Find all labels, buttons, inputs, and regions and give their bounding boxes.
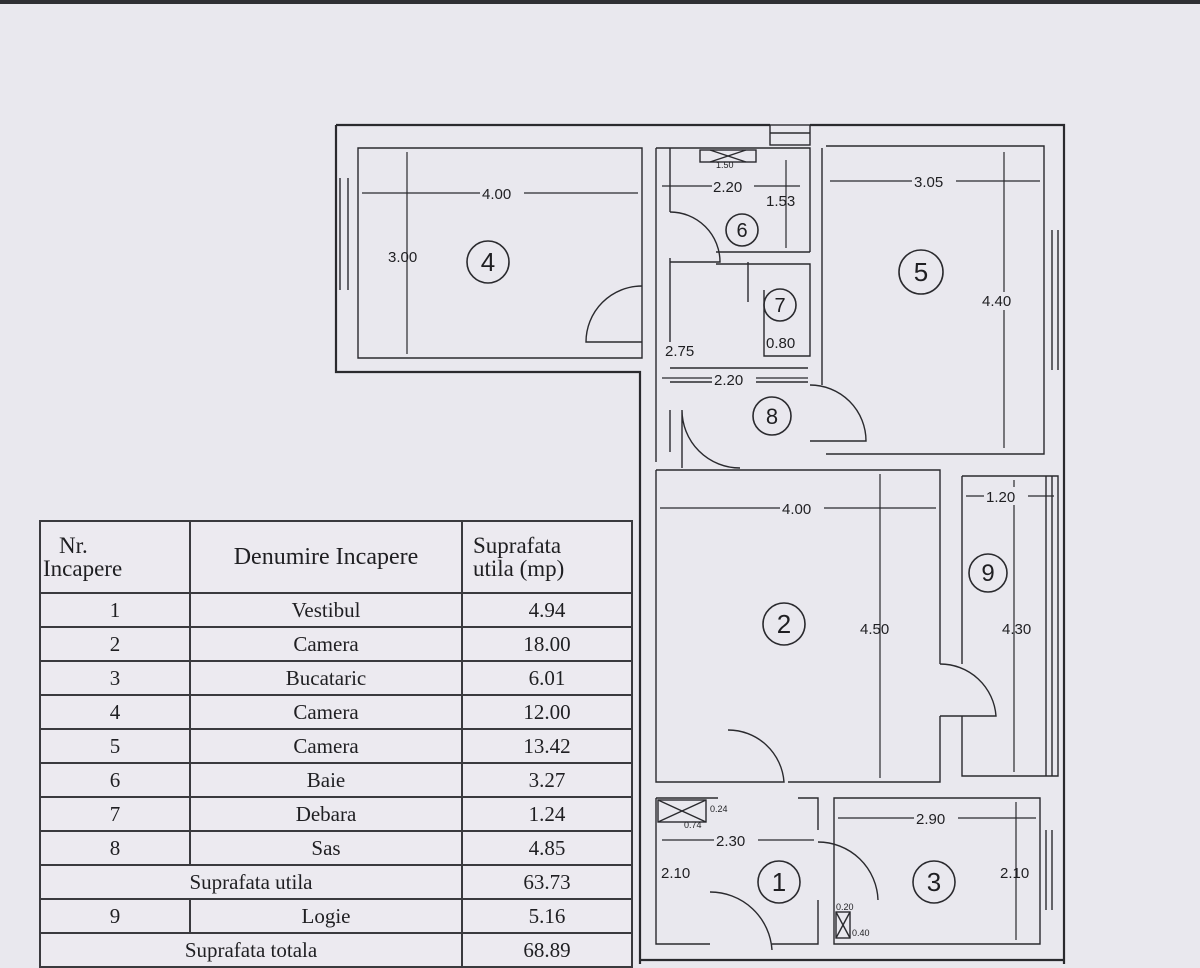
cell-nr: 9 (39, 898, 191, 934)
room-area-table: Nr. Incapere Denumire Incapere Suprafata… (39, 520, 633, 968)
room-number-9: 9 (981, 560, 994, 587)
cell-nr: 6 (39, 762, 191, 798)
dim-room3-fixture-a: 0.20 (836, 902, 854, 912)
cell-name: Camera (189, 626, 463, 662)
cell-nr: 4 (39, 694, 191, 730)
cell-name: Debara (189, 796, 463, 832)
dim-room3-fixture-b: 0.40 (852, 928, 870, 938)
cell-area: 18.00 (461, 626, 633, 662)
room-number-6: 6 (736, 220, 747, 242)
table-row: 4 Camera 12.00 (39, 694, 633, 730)
subtotal-value: 63.73 (461, 864, 633, 900)
header-room-number-line2: Incapere (43, 556, 123, 581)
dim-room3-width: 2.90 (916, 811, 945, 828)
room-number-4: 4 (481, 247, 495, 277)
dim-room6-width: 2.20 (713, 179, 742, 196)
dimension-labels: 4.00 3.00 2.20 1.53 1.50 3.05 4.40 0.80 … (388, 160, 1031, 938)
dim-room9-height: 4.30 (1002, 621, 1031, 638)
cell-name: Baie (189, 762, 463, 798)
cell-area: 5.16 (461, 898, 633, 934)
total-row: Suprafata totala 68.89 (39, 932, 633, 968)
cell-area: 4.94 (461, 592, 633, 628)
cell-area: 4.85 (461, 830, 633, 866)
header-room-number-line1: Nr. (59, 533, 88, 558)
dim-room4-height: 3.00 (388, 249, 417, 266)
dim-room6-fixture: 1.50 (716, 160, 734, 170)
dim-sas-height: 2.75 (665, 343, 694, 360)
room-number-8: 8 (766, 404, 778, 429)
header-room-name: Denumire Incapere (189, 520, 463, 594)
table-row: 8 Sas 4.85 (39, 830, 633, 866)
dim-room1-fixture-b: 0.74 (684, 820, 702, 830)
total-label: Suprafata totala (39, 932, 463, 968)
table-row: 9 Logie 5.16 (39, 898, 633, 934)
room-number-7: 7 (774, 295, 785, 317)
cell-area: 3.27 (461, 762, 633, 798)
cell-name: Vestibul (189, 592, 463, 628)
room-number-5: 5 (914, 257, 928, 287)
dim-room6-depth: 1.53 (766, 193, 795, 210)
dim-room5-width: 3.05 (914, 174, 943, 191)
table-row: 3 Bucataric 6.01 (39, 660, 633, 696)
table-row: 1 Vestibul 4.94 (39, 592, 633, 628)
dim-room1-height: 2.10 (661, 865, 690, 882)
cell-nr: 2 (39, 626, 191, 662)
cell-area: 13.42 (461, 728, 633, 764)
cell-nr: 5 (39, 728, 191, 764)
dim-room5-height: 4.40 (982, 293, 1011, 310)
table-row: 2 Camera 18.00 (39, 626, 633, 662)
cell-nr: 7 (39, 796, 191, 832)
table-row: 6 Baie 3.27 (39, 762, 633, 798)
total-value: 68.89 (461, 932, 633, 968)
dim-room9-width: 1.20 (986, 489, 1015, 506)
cell-name: Camera (189, 728, 463, 764)
dim-room4-width: 4.00 (482, 186, 511, 203)
subtotal-label: Suprafata utila (39, 864, 463, 900)
dim-room2-height: 4.50 (860, 621, 889, 638)
cell-nr: 1 (39, 592, 191, 628)
room-2-walls (655, 469, 1059, 783)
cell-name: Bucataric (189, 660, 463, 696)
table-row: 7 Debara 1.24 (39, 796, 633, 832)
subtotal-row: Suprafata utila 63.73 (39, 864, 633, 900)
cell-name: Logie (189, 898, 463, 934)
cell-name: Sas (189, 830, 463, 866)
doors (585, 211, 997, 951)
room-number-1: 1 (772, 867, 786, 897)
table-header-row: Nr. Incapere Denumire Incapere Suprafata… (39, 520, 633, 594)
dim-room2-width: 4.00 (782, 501, 811, 518)
room-1-3-walls (640, 797, 1064, 962)
outer-walls (334, 123, 1066, 964)
cell-nr: 3 (39, 660, 191, 696)
cell-area: 12.00 (461, 694, 633, 730)
dim-sas-width: 2.20 (714, 372, 743, 389)
cell-nr: 8 (39, 830, 191, 866)
cell-area: 6.01 (461, 660, 633, 696)
dim-room1-width: 2.30 (716, 833, 745, 850)
room-number-3: 3 (927, 867, 941, 897)
header-room-number: Nr. Incapere (39, 520, 191, 594)
dim-room3-height: 2.10 (1000, 865, 1029, 882)
dim-room1-fixture-a: 0.24 (710, 804, 728, 814)
header-room-area-line2: utila (mp) (473, 556, 565, 581)
room-5-walls (826, 145, 1045, 455)
header-room-area: Suprafata utila (mp) (461, 520, 633, 594)
bathroom-block (655, 147, 823, 462)
cell-area: 1.24 (461, 796, 633, 832)
table-row: 5 Camera 13.42 (39, 728, 633, 764)
room-number-2: 2 (777, 609, 791, 639)
dim-room7-area: 0.80 (766, 335, 795, 352)
cell-name: Camera (189, 694, 463, 730)
room-markers: 4 6 5 7 8 2 9 1 3 (466, 213, 1008, 904)
header-room-area-line1: Suprafata (473, 533, 562, 558)
